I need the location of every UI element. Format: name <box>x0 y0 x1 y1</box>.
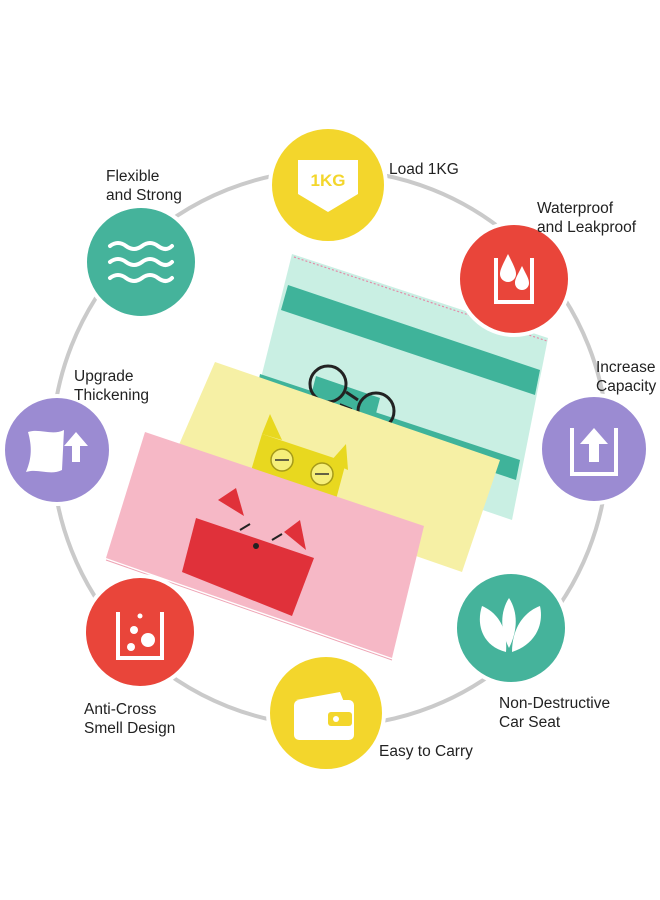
waves-icon <box>108 241 174 283</box>
label-capacity: Increase Capacity <box>596 359 657 395</box>
weight-badge-text: 1KG <box>311 171 346 190</box>
feature-car-seat <box>453 570 569 686</box>
capacity-up-icon <box>570 428 618 476</box>
feature-waterproof <box>456 221 572 337</box>
label-load: Load 1KG <box>389 161 459 178</box>
label-waterproof: Waterproof and Leakproof <box>537 200 637 236</box>
label-smell: Anti-Cross Smell Design <box>84 701 176 737</box>
label-car-seat: Non-Destructive Car Seat <box>499 695 611 731</box>
feature-upgrade-thickening <box>1 394 113 506</box>
wallet-icon <box>294 692 354 740</box>
label-carry: Easy to Carry <box>379 743 473 760</box>
feature-flexible-strong <box>83 204 199 320</box>
feature-increase-capacity <box>538 393 650 505</box>
label-flexible: Flexible and Strong <box>106 168 182 204</box>
feature-anti-cross-smell <box>82 574 198 690</box>
feature-load-1kg: 1KG <box>268 125 388 245</box>
product-bags <box>105 254 548 661</box>
water-drops-icon <box>494 254 534 304</box>
weight-1kg-icon: 1KG <box>298 160 358 212</box>
feature-easy-to-carry <box>266 653 386 773</box>
pink-bag <box>105 432 424 661</box>
label-thickening: Upgrade Thickening <box>74 368 149 404</box>
bubbles-container-icon <box>116 612 164 660</box>
thickening-up-icon <box>26 430 88 473</box>
leaves-icon <box>479 598 541 652</box>
